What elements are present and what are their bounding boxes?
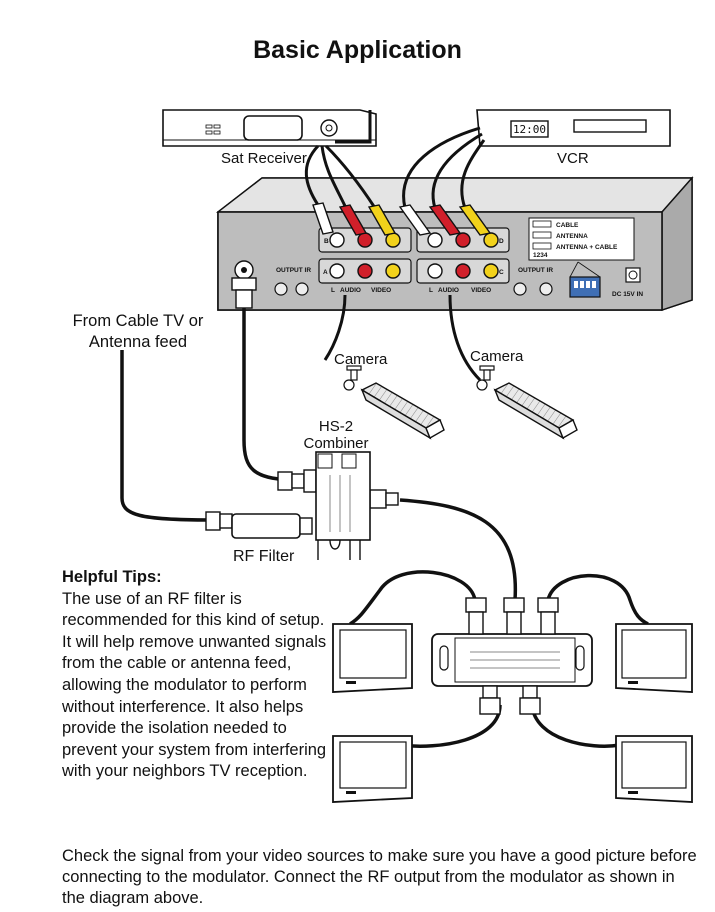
- video-label-2: VIDEO: [471, 287, 491, 294]
- dc-in-label: DC 15V IN: [612, 291, 643, 298]
- cable-feed-label-line1: From Cable TV or: [72, 312, 204, 330]
- switch-cable-label: CABLE: [556, 222, 579, 229]
- combiner-label-line2: Combiner: [303, 435, 369, 452]
- audio-l-label-1: L: [331, 287, 335, 294]
- tv-bottom-left: [332, 735, 413, 803]
- output-ir-label-right: OUTPUT IR: [518, 267, 553, 274]
- tv-top-left: [332, 623, 413, 693]
- input-a-label: A: [323, 269, 328, 276]
- cable-feed-label-line2: Antenna feed: [88, 333, 188, 351]
- switch-antenna-cable-label: ANTENNA + CABLE: [556, 244, 618, 251]
- diagram-title: Basic Application: [253, 36, 462, 64]
- camera-left: [343, 365, 445, 440]
- audio-label-1: AUDIO: [340, 287, 361, 294]
- input-b-label: B: [324, 238, 329, 245]
- input-c-label: C: [499, 269, 504, 276]
- switch-antenna-label: ANTENNA: [556, 233, 588, 240]
- audio-l-label-2: L: [429, 287, 433, 294]
- camera-left-label: Camera: [334, 351, 388, 368]
- input-d-label: D: [499, 238, 504, 245]
- splitter: [431, 633, 593, 687]
- camera-right: [476, 365, 578, 440]
- helpful-tips: Helpful Tips: The use of an RF filter is…: [62, 567, 337, 783]
- video-label-1: VIDEO: [371, 287, 391, 294]
- modulator: B D A C L AUDIO VIDEO L AUDIO VIDEO OUTP…: [215, 176, 694, 311]
- tv-top-right: [615, 623, 693, 693]
- sat-receiver-label: Sat Receiver: [221, 150, 307, 167]
- cable-feed-label: From Cable TV or Antenna feed: [48, 311, 228, 353]
- output-ir-label-left: OUTPUT IR: [276, 267, 311, 274]
- tv-bottom-right: [615, 735, 693, 803]
- audio-label-2: AUDIO: [438, 287, 459, 294]
- splitter-connectors: [465, 597, 559, 715]
- vcr: 12:00: [476, 109, 671, 147]
- combiner-label-line1: HS-2: [318, 418, 354, 435]
- coax-connectors: [205, 277, 399, 531]
- sat-receiver: [162, 109, 377, 147]
- av-cables: [304, 110, 486, 382]
- helpful-tips-heading: Helpful Tips:: [62, 568, 162, 586]
- combiner-label: HS-2 Combiner: [296, 418, 376, 452]
- camera-right-label: Camera: [470, 348, 524, 365]
- rca-plugs: [312, 202, 492, 236]
- vcr-display-text: 12:00: [513, 123, 546, 136]
- vcr-label: VCR: [557, 150, 589, 167]
- switch-numbers-label: 1234: [533, 252, 548, 259]
- footer-instructions: Check the signal from your video sources…: [62, 847, 697, 907]
- rf-filter: [231, 513, 313, 539]
- hs2-combiner: [315, 451, 371, 560]
- helpful-tips-body: The use of an RF filter is recommended f…: [62, 589, 327, 781]
- rf-filter-label: RF Filter: [233, 548, 295, 565]
